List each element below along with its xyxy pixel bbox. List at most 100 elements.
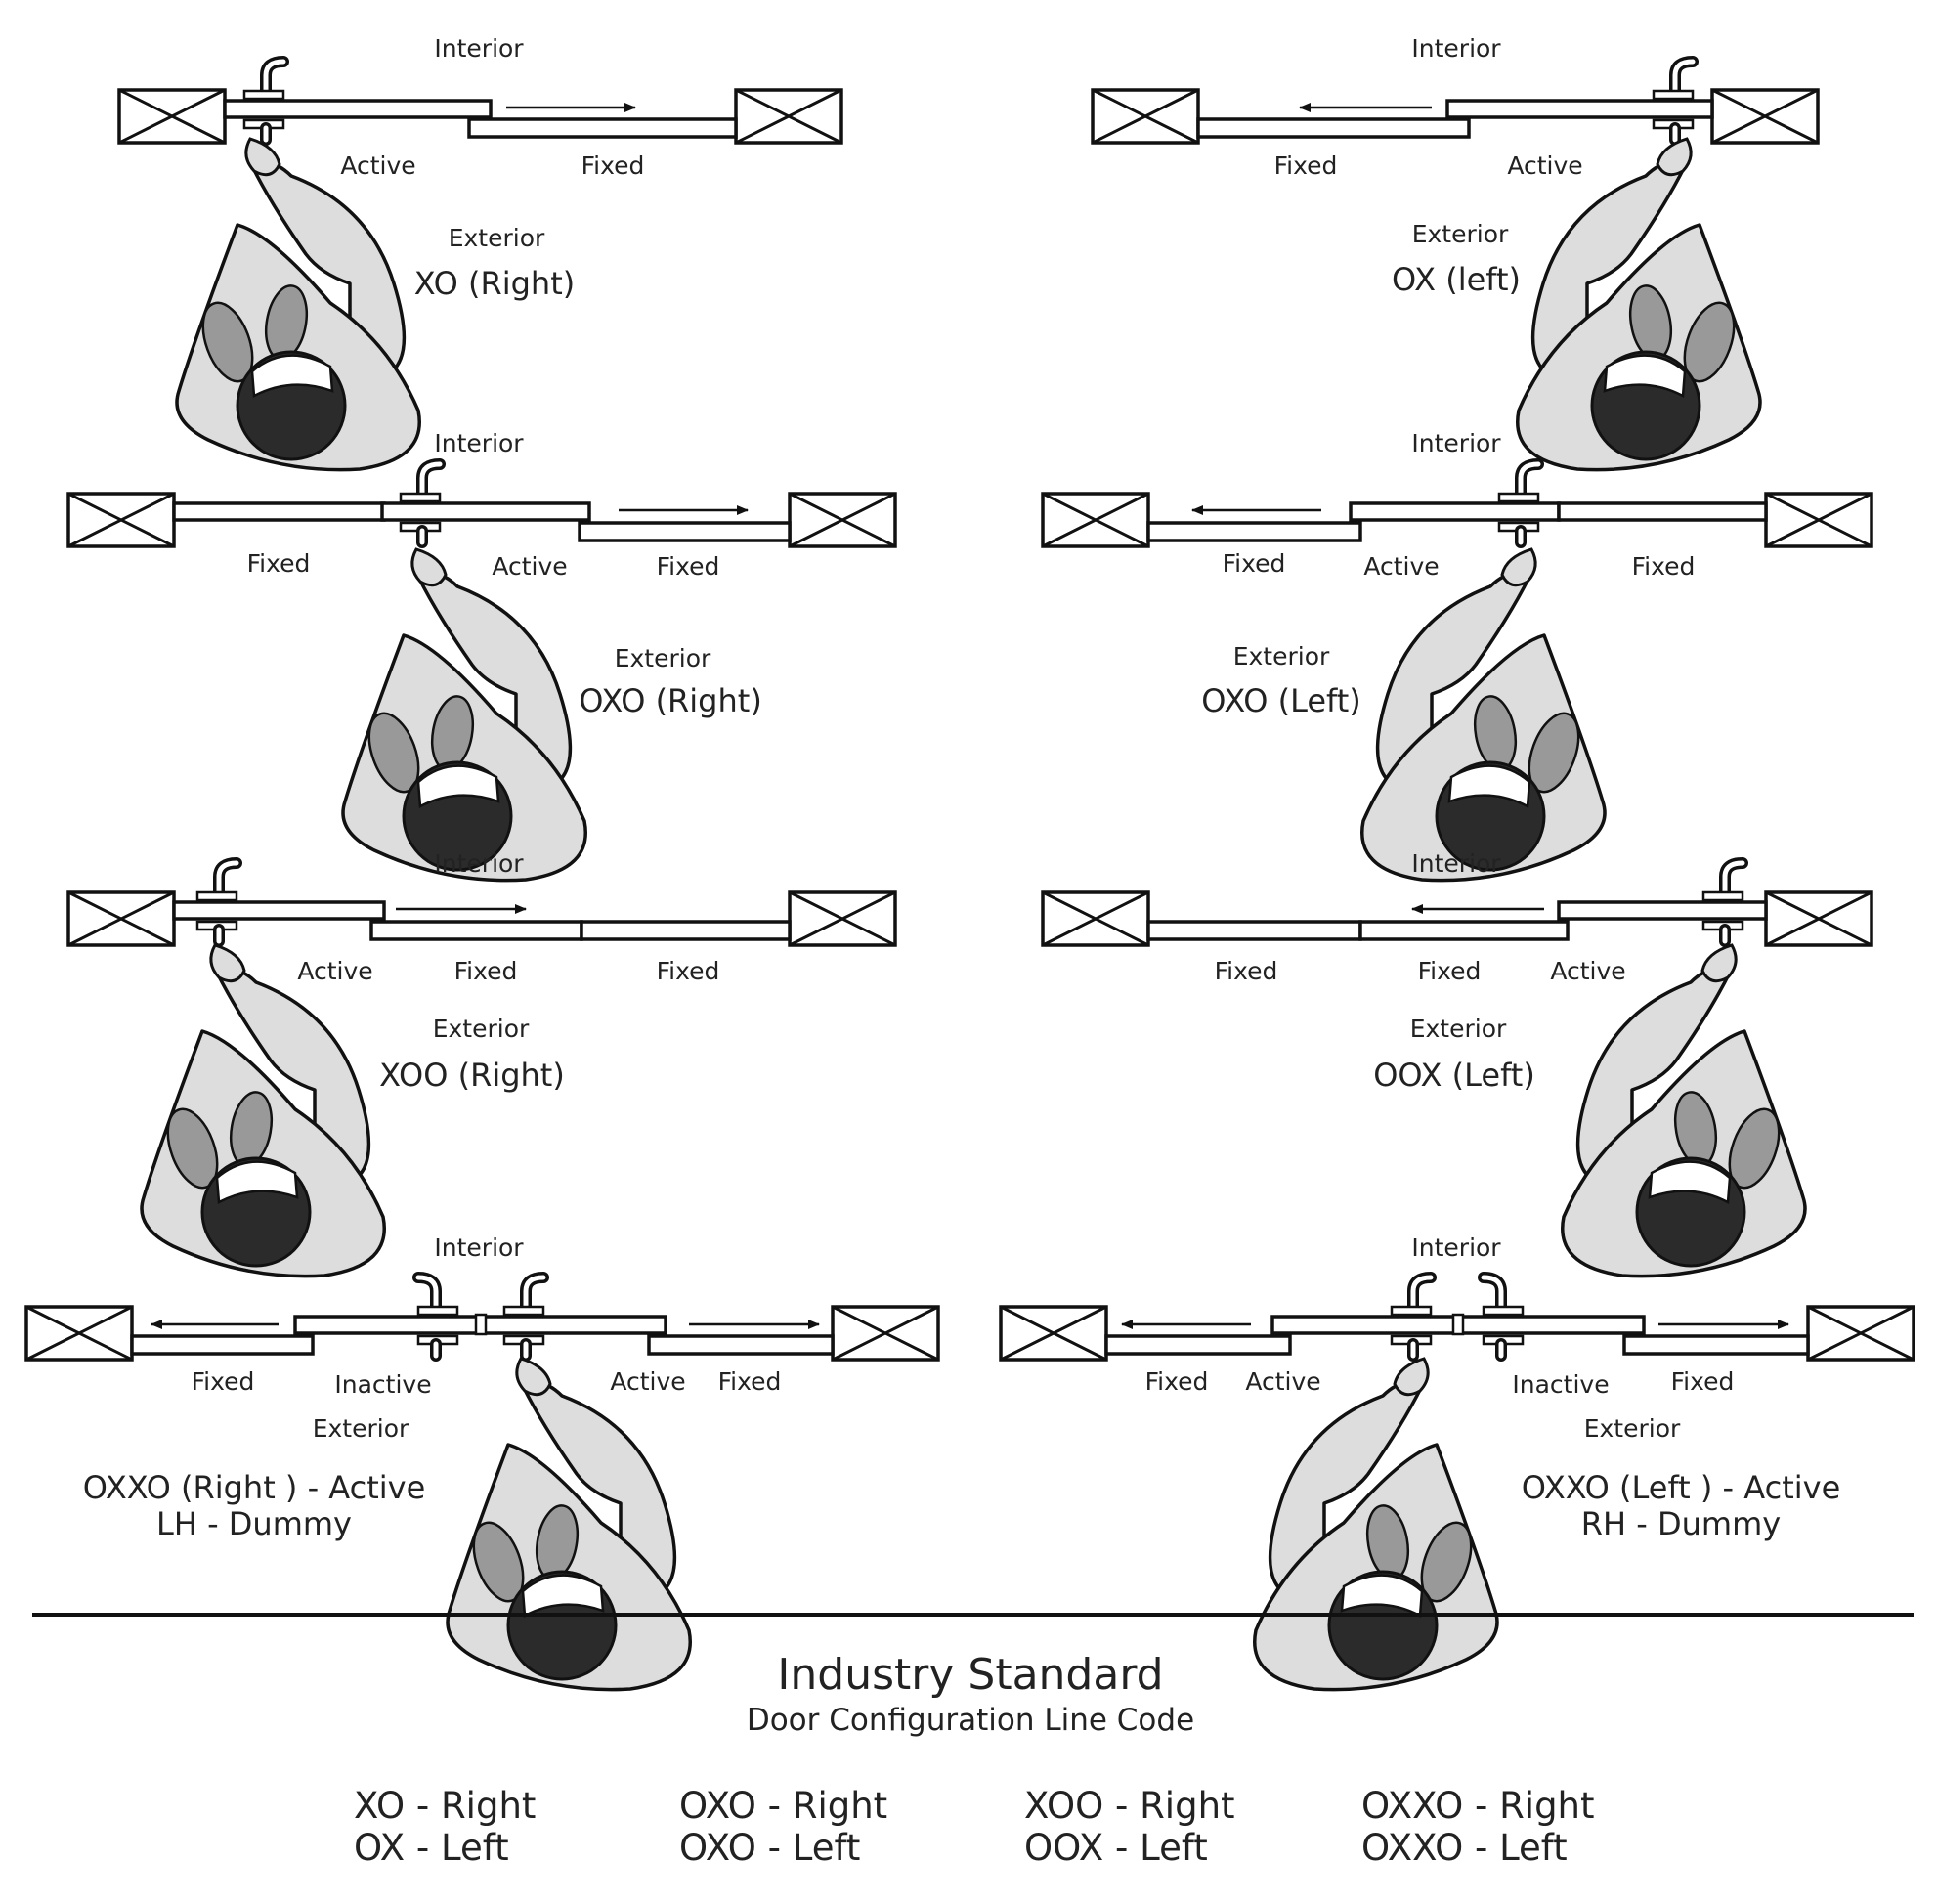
panel-oxo-right: Interior Fixed Active Fixed Exterior OXO… (66, 429, 897, 883)
interior-label: Interior (434, 429, 524, 457)
left-wall-jamb (66, 890, 176, 947)
left-wall-jamb (1041, 492, 1150, 548)
configuration-code: OOX (Left) (1373, 1057, 1535, 1094)
person-icon (1561, 943, 1807, 1278)
active-door-panel (1557, 900, 1768, 921)
left-wall-jamb (1091, 88, 1200, 145)
panel-oox-left: Interior Fixed Fixed Active Exterior OOX… (1041, 849, 1873, 1278)
interior-label: Interior (1411, 849, 1501, 878)
right-wall-jamb (1764, 492, 1873, 548)
left-wall-jamb (24, 1305, 134, 1362)
person-icon (341, 547, 587, 883)
meeting-stile (1451, 1313, 1465, 1336)
panel-label: Fixed (1671, 1367, 1735, 1396)
fixed-door-panel (1557, 501, 1768, 522)
active-door-panel (1349, 501, 1561, 522)
interior-label: Interior (1411, 1233, 1501, 1262)
exterior-label: Exterior (1410, 1015, 1507, 1043)
panel-xoo-right: Interior Active Fixed Fixed Exterior XOO… (66, 849, 897, 1278)
configuration-code: XOO (Right) (379, 1057, 565, 1094)
person-icon (1516, 137, 1762, 472)
panel-label: Fixed (192, 1367, 255, 1396)
interior-label: Interior (434, 34, 524, 63)
panel-label: Active (1363, 552, 1439, 581)
left-wall-jamb (66, 492, 176, 548)
fixed-door-panel (580, 920, 792, 941)
right-wall-jamb (1710, 88, 1820, 145)
configuration-code: OXXO (Right ) - Active (83, 1469, 426, 1506)
fixed-door-panel (647, 1334, 835, 1356)
fixed-door-panel (1622, 1334, 1810, 1356)
panel-label: Fixed (1223, 549, 1286, 578)
legend: XO - Right OX - Left OXO - Right OXO - L… (354, 1785, 1595, 1869)
panel-oxxo-right: Interior Fixed Inactive Active Fixed Ext… (24, 1233, 940, 1692)
legend-item: OXXO - Right (1361, 1785, 1595, 1827)
fixed-door-panel (1146, 521, 1362, 542)
legend-item: XOO - Right (1024, 1785, 1235, 1827)
person-icon (1253, 1357, 1499, 1692)
right-wall-jamb (1806, 1305, 1915, 1362)
interior-label: Interior (434, 1233, 524, 1262)
person-icon (140, 943, 386, 1278)
panel-label: Fixed (1145, 1367, 1209, 1396)
legend-item: OXO - Left (679, 1827, 860, 1869)
panel-label: Fixed (247, 549, 311, 578)
configuration-code: XO (Right) (414, 265, 575, 302)
interior-label: Interior (1411, 429, 1501, 457)
panel-label: Active (1245, 1367, 1320, 1396)
person-icon (446, 1357, 692, 1692)
left-wall-jamb (999, 1305, 1108, 1362)
exterior-label: Exterior (449, 224, 545, 252)
active-door-panel (1445, 99, 1714, 119)
exterior-label: Exterior (615, 644, 711, 672)
footer-subtitle: Door Configuration Line Code (747, 1703, 1194, 1738)
panel-label: Fixed (1632, 552, 1696, 581)
panel-label: Fixed (1215, 957, 1278, 985)
configuration-code: OX (left) (1392, 261, 1521, 298)
fixed-door-panel (1104, 1334, 1292, 1356)
exterior-label: Exterior (1584, 1414, 1681, 1443)
exterior-label: Exterior (1412, 220, 1509, 248)
configuration-code: OXO (Left) (1201, 682, 1361, 719)
configuration-code-line-2: LH - Dummy (156, 1505, 352, 1542)
configuration-code: OXO (Right) (579, 682, 762, 719)
inactive-door-panel (1458, 1315, 1646, 1335)
panel-label: Active (1507, 151, 1582, 180)
panel-xo-right: Interior Active Fixed Exterior XO (Right… (117, 34, 843, 472)
exterior-label: Exterior (1233, 642, 1330, 671)
interior-label: Interior (434, 849, 524, 878)
panel-label: Active (340, 151, 415, 180)
left-wall-jamb (117, 88, 227, 145)
right-wall-jamb (788, 890, 897, 947)
legend-item: XO - Right (354, 1785, 536, 1827)
panel-label: Fixed (657, 957, 720, 985)
configuration-code-line-2: RH - Dummy (1581, 1505, 1781, 1542)
fixed-door-panel (578, 521, 792, 542)
panel-oxxo-left: Interior Fixed Active Inactive Fixed Ext… (999, 1233, 1915, 1692)
exterior-label: Exterior (433, 1015, 530, 1043)
fixed-door-panel (369, 920, 583, 941)
fixed-door-panel (1196, 117, 1471, 139)
right-wall-jamb (831, 1305, 940, 1362)
left-wall-jamb (1041, 890, 1150, 947)
panel-label: Active (492, 552, 567, 581)
configuration-code: OXXO (Left ) - Active (1522, 1469, 1841, 1506)
right-wall-jamb (1764, 890, 1873, 947)
exterior-label: Exterior (313, 1414, 409, 1443)
footer-title: Industry Standard (777, 1650, 1163, 1700)
fixed-door-panel (467, 117, 738, 139)
legend-item: OXXO - Left (1361, 1827, 1568, 1869)
legend-item: OX - Left (354, 1827, 509, 1869)
fixed-door-panel (130, 1334, 315, 1356)
active-door-panel (223, 99, 493, 119)
meeting-stile (474, 1313, 488, 1336)
panel-label: Active (610, 1367, 685, 1396)
fixed-door-panel (172, 501, 386, 522)
legend-item: OXO - Right (679, 1785, 887, 1827)
panel-ox-left: Interior Fixed Active Exterior OX (left) (1091, 34, 1820, 472)
active-door-panel (172, 900, 386, 921)
panel-label: Fixed (657, 552, 720, 581)
active-door-panel (380, 501, 591, 522)
panel-oxo-left: Interior Fixed Active Fixed Exterior OXO… (1041, 429, 1873, 883)
